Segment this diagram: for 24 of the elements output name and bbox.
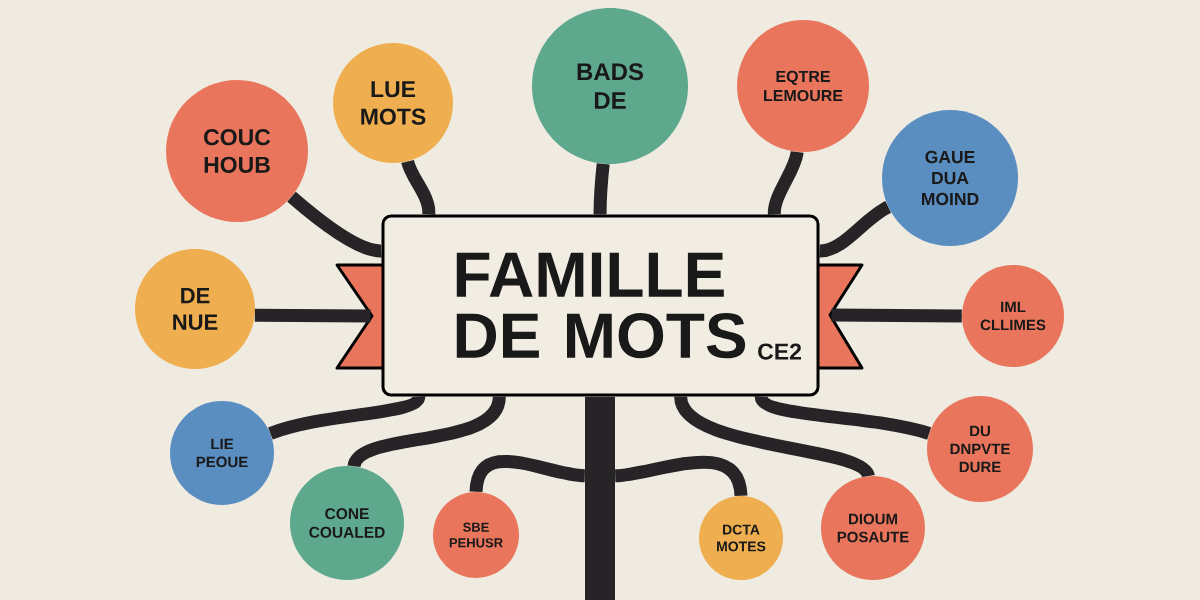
grade-label: CE2 xyxy=(758,343,802,360)
word-bubble: LIE PEOUE xyxy=(170,401,274,505)
connector xyxy=(767,150,804,215)
connector xyxy=(593,163,610,215)
word-bubble: COUC HOUB xyxy=(166,80,308,222)
word-bubble: DIOUM POSAUTE xyxy=(821,476,925,580)
word-bubble: SBE PEHUSR xyxy=(433,492,519,578)
connector xyxy=(831,308,962,323)
word-bubble: DE NUE xyxy=(135,249,255,369)
word-bubble: DCTA MOTES xyxy=(699,496,783,580)
connector xyxy=(287,191,382,258)
word-bubble: EQTRE LEMOURE xyxy=(737,20,869,152)
connector xyxy=(819,201,892,258)
word-bubble: GAUE DUA MOIND xyxy=(882,110,1018,246)
word-bubble: IML CLLIMES xyxy=(962,265,1064,367)
connector xyxy=(674,394,874,480)
word-bubble: DU DNPVTE DURE xyxy=(927,396,1033,502)
connector xyxy=(469,455,586,493)
word-bubble: LUE MOTS xyxy=(333,43,453,163)
tree-trunk xyxy=(585,396,615,600)
connector xyxy=(254,308,371,323)
word-bubble: BADS DE xyxy=(532,8,688,164)
connector xyxy=(401,159,436,215)
word-bubble: CONE COUALED xyxy=(290,466,404,580)
